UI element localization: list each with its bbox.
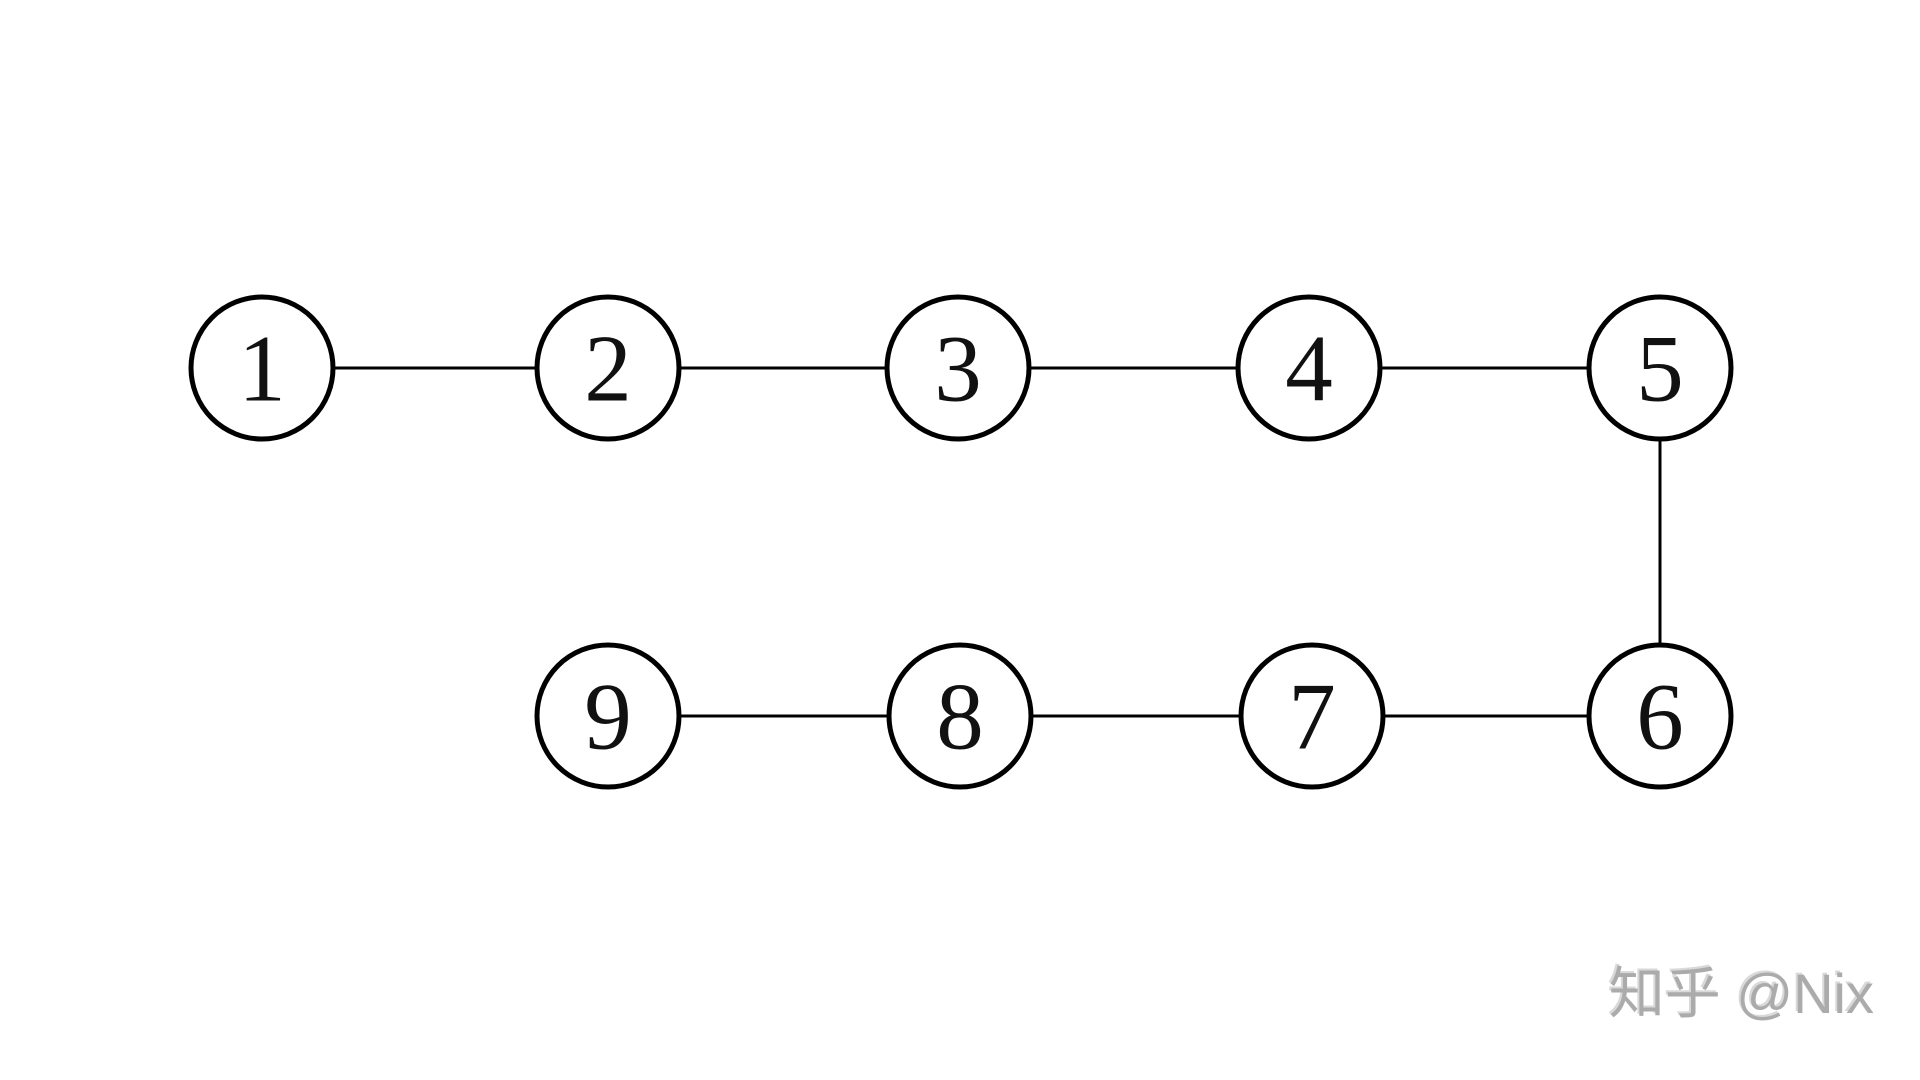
- node-circle-7: [1238, 642, 1386, 790]
- node-5: 5: [1586, 294, 1734, 442]
- node-circle-4: [1235, 294, 1383, 442]
- node-label-9: 9: [584, 663, 632, 769]
- node-circle-9: [534, 642, 682, 790]
- node-label-3: 3: [934, 315, 982, 421]
- node-label-4: 4: [1285, 315, 1333, 421]
- watermark: 知乎 @Nix: [1608, 962, 1874, 1025]
- node-6: 6: [1586, 642, 1734, 790]
- node-circle-6: [1586, 642, 1734, 790]
- node-label-8: 8: [936, 663, 984, 769]
- node-3: 3: [884, 294, 1032, 442]
- node-circle-5: [1586, 294, 1734, 442]
- node-circle-3: [884, 294, 1032, 442]
- node-9: 9: [534, 642, 682, 790]
- node-label-7: 7: [1288, 663, 1336, 769]
- node-label-2: 2: [584, 315, 632, 421]
- node-label-6: 6: [1636, 663, 1684, 769]
- node-7: 7: [1238, 642, 1386, 790]
- node-circle-1: [188, 294, 336, 442]
- node-4: 4: [1235, 294, 1383, 442]
- node-circle-8: [886, 642, 1034, 790]
- node-circle-2: [534, 294, 682, 442]
- node-label-5: 5: [1636, 315, 1684, 421]
- node-8: 8: [886, 642, 1034, 790]
- node-2: 2: [534, 294, 682, 442]
- nodes-layer: 1 2 3 4 5 6 7 8 9: [188, 294, 1734, 790]
- node-1: 1: [188, 294, 336, 442]
- node-label-1: 1: [238, 315, 286, 421]
